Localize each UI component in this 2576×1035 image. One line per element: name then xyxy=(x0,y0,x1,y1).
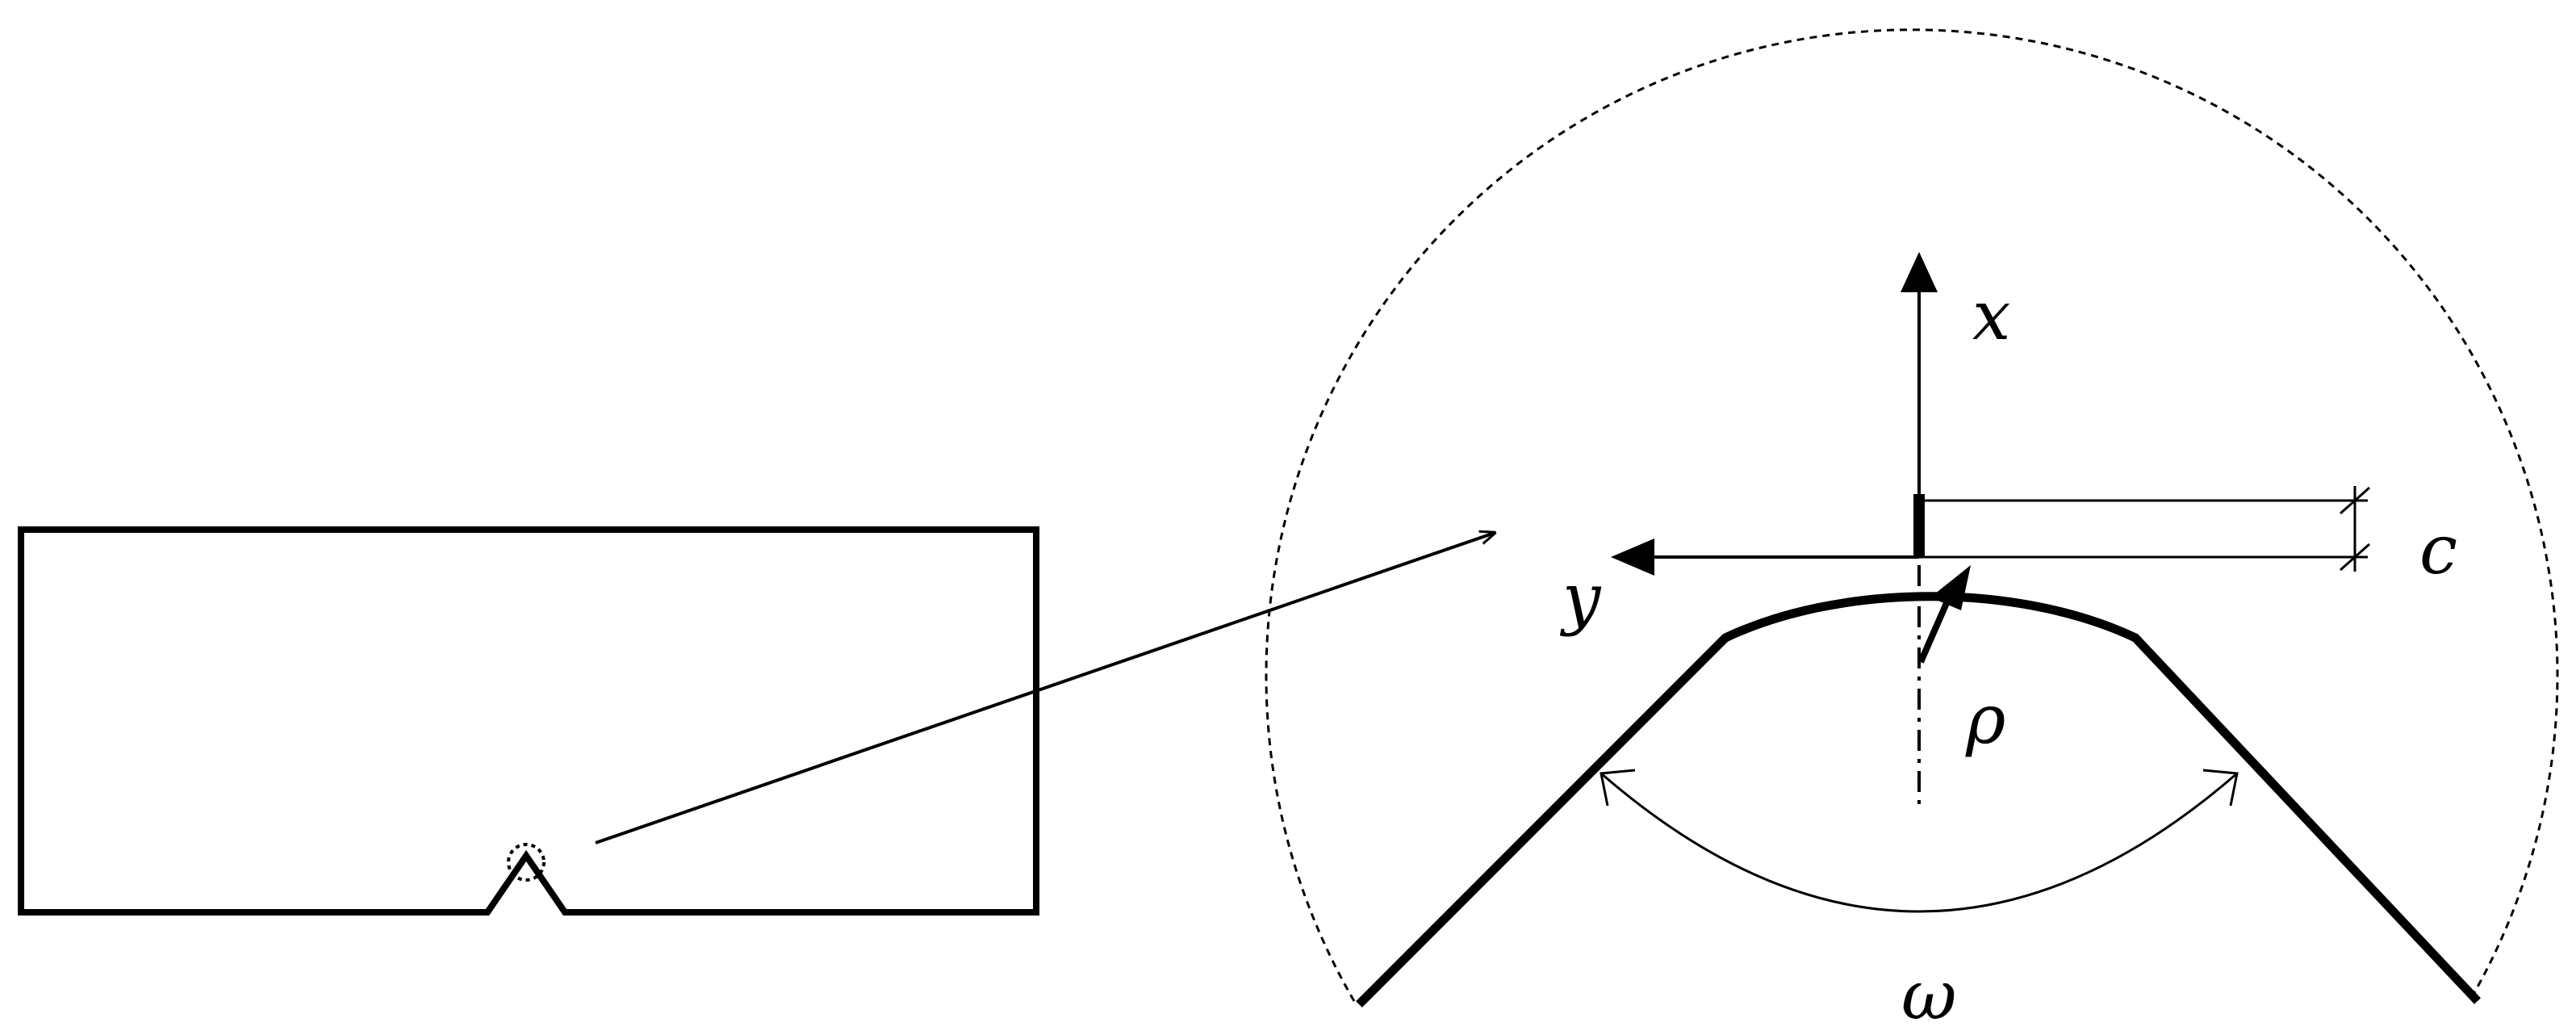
specimen-outline xyxy=(18,526,1039,916)
dimension-tick-bottom xyxy=(2340,543,2370,572)
notch-angle-arrow-right xyxy=(2202,769,2239,807)
notch-angle-arc xyxy=(1600,772,2238,913)
zoom-leader-arrow xyxy=(595,533,1495,844)
x-axis-arrowhead xyxy=(1901,252,1938,292)
notch-detail: x y c ρ ω xyxy=(1265,28,2559,1035)
detail-boundary-arc xyxy=(1265,28,2559,1002)
notch-radius-label: ρ xyxy=(1965,680,2005,759)
crack-length-label: c xyxy=(2419,510,2457,589)
notch-angle-label: ω xyxy=(1901,956,1957,1035)
notch-angle-arrow-left xyxy=(1600,769,1636,807)
dimension-tick-top xyxy=(2340,486,2370,515)
radius-arrow-shaft xyxy=(1917,594,1953,664)
y-axis-label: y xyxy=(1559,559,1602,638)
radius-arrowhead xyxy=(1930,565,1971,610)
specimen xyxy=(18,526,1039,916)
notch-profile xyxy=(1356,592,2482,1008)
notch-detail-circle xyxy=(507,843,546,882)
y-axis-arrowhead xyxy=(1611,538,1654,576)
x-axis-label: x xyxy=(1972,276,2010,355)
